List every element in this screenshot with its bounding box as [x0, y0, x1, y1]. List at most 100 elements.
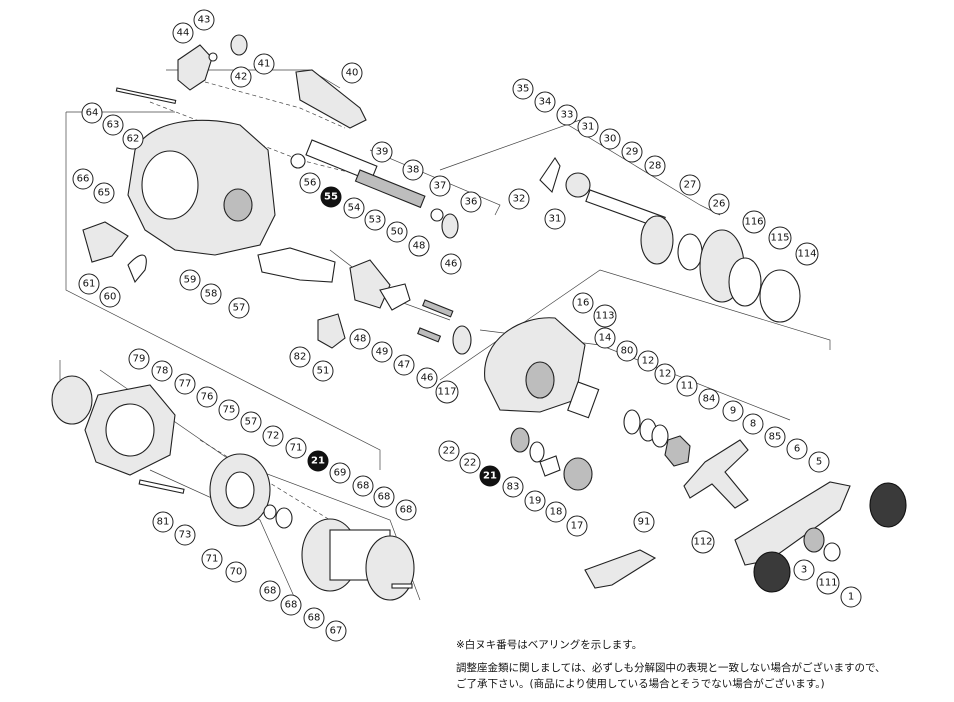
callout-65: 65: [93, 182, 115, 204]
svg-text:39: 39: [376, 147, 389, 158]
svg-text:67: 67: [330, 626, 343, 637]
callout-11: 11: [676, 375, 698, 397]
callout-112: 112: [691, 530, 715, 554]
callout-21-bearing-b: 21: [307, 450, 329, 472]
sleeve-part: [567, 381, 600, 419]
svg-text:57: 57: [233, 303, 246, 314]
callout-17: 17: [566, 515, 588, 537]
callouts: 43 44 42 41 40 64 63 62 39 66 65 56 55 3…: [72, 9, 862, 642]
callout-114: 114: [795, 242, 819, 266]
callout-33: 33: [556, 104, 578, 126]
svg-text:16: 16: [577, 298, 590, 309]
callout-46b: 46: [416, 367, 438, 389]
bushing-part: [525, 361, 555, 399]
svg-text:68: 68: [308, 613, 321, 624]
washer-note-line-1: 調整座金類に関しましては、必ずしも分解図中の表現と一致しない場合がございますので…: [456, 662, 886, 674]
svg-text:31: 31: [549, 214, 562, 225]
svg-text:22: 22: [464, 458, 477, 469]
callout-66: 66: [72, 168, 94, 190]
bracket-part: [317, 313, 346, 349]
svg-text:112: 112: [693, 537, 712, 548]
callout-5: 5: [808, 451, 830, 473]
callout-44: 44: [172, 22, 194, 44]
callout-79: 79: [128, 348, 150, 370]
svg-text:29: 29: [626, 147, 639, 158]
callout-49: 49: [371, 341, 393, 363]
callout-3: 3: [793, 559, 815, 581]
svg-text:12: 12: [659, 369, 672, 380]
svg-text:77: 77: [179, 379, 192, 390]
svg-text:27: 27: [684, 180, 697, 191]
callout-1: 1: [840, 586, 862, 608]
nut-part: [664, 435, 691, 467]
callout-12: 12: [637, 350, 659, 372]
thumb-part: [82, 221, 129, 263]
svg-text:12: 12: [642, 356, 655, 367]
callout-56: 56: [299, 172, 321, 194]
svg-text:85: 85: [769, 432, 782, 443]
svg-text:69: 69: [334, 468, 347, 479]
callout-41: 41: [253, 53, 275, 75]
svg-text:36: 36: [465, 197, 478, 208]
callout-31b: 31: [544, 208, 566, 230]
spring-part: [417, 327, 442, 343]
plate-part: [257, 247, 336, 283]
callout-53: 53: [364, 209, 386, 231]
svg-text:18: 18: [550, 507, 563, 518]
spring-part: [127, 254, 147, 284]
svg-text:56: 56: [304, 178, 317, 189]
svg-text:51: 51: [317, 366, 330, 377]
nut-part: [290, 153, 306, 169]
callout-64: 64: [81, 102, 103, 124]
svg-text:22: 22: [443, 446, 456, 457]
svg-text:84: 84: [703, 394, 716, 405]
svg-text:79: 79: [133, 354, 146, 365]
callout-91: 91: [633, 511, 655, 533]
frame-boss: [223, 188, 253, 222]
callout-36: 36: [460, 191, 482, 213]
callout-58: 58: [200, 283, 222, 305]
washer-part: [728, 257, 762, 307]
callout-80: 80: [616, 340, 638, 362]
callout-85: 85: [764, 426, 786, 448]
svg-text:3: 3: [801, 565, 807, 576]
svg-text:42: 42: [235, 72, 248, 83]
svg-text:60: 60: [104, 292, 117, 303]
svg-text:62: 62: [127, 134, 140, 145]
callout-22: 22: [438, 440, 460, 462]
svg-text:115: 115: [770, 233, 789, 244]
callout-27: 27: [679, 174, 701, 196]
svg-text:53: 53: [369, 215, 382, 226]
callout-71: 71: [285, 437, 307, 459]
callout-19: 19: [524, 490, 546, 512]
callout-16: 16: [572, 292, 594, 314]
callout-30: 30: [599, 128, 621, 150]
callout-21-bearing-a: 21: [479, 465, 501, 487]
svg-text:75: 75: [223, 405, 236, 416]
svg-text:37: 37: [434, 181, 447, 192]
pinion-part: [452, 325, 472, 355]
callout-6: 6: [786, 438, 808, 460]
svg-text:113: 113: [595, 311, 614, 322]
bearing-note: ※白ヌキ番号はベアリングを示します。: [456, 639, 643, 651]
callout-62: 62: [122, 128, 144, 150]
callout-47: 47: [393, 354, 415, 376]
svg-text:71: 71: [290, 443, 303, 454]
callout-82: 82: [289, 346, 311, 368]
svg-text:46: 46: [421, 373, 434, 384]
svg-text:83: 83: [507, 482, 520, 493]
callout-18: 18: [545, 501, 567, 523]
svg-text:68: 68: [264, 586, 277, 597]
svg-text:33: 33: [561, 110, 574, 121]
callout-115: 115: [768, 226, 792, 250]
callout-73: 73: [174, 524, 196, 546]
callout-68e: 68: [280, 594, 302, 616]
pinion-gear-part: [565, 172, 591, 198]
drag-washer-part: [759, 269, 801, 323]
callout-57b: 57: [240, 411, 262, 433]
callout-75: 75: [218, 399, 240, 421]
callout-28: 28: [644, 155, 666, 177]
svg-text:32: 32: [513, 194, 526, 205]
worm-part: [354, 169, 426, 209]
